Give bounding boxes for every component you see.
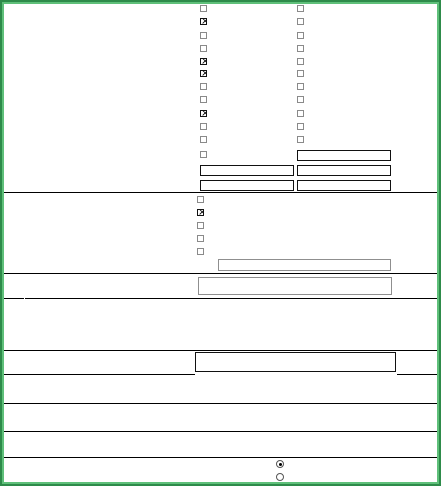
checkbox[interactable]: [297, 110, 304, 117]
checkbox[interactable]: [297, 18, 304, 25]
checkbox[interactable]: ×: [200, 110, 207, 117]
section-divider: [4, 192, 437, 193]
checkbox[interactable]: [297, 5, 304, 12]
section-divider: [4, 374, 195, 375]
checkbox[interactable]: [197, 196, 204, 203]
checkbox[interactable]: [297, 83, 304, 90]
section-divider: [25, 298, 437, 299]
checkbox[interactable]: [200, 5, 207, 12]
radio-button[interactable]: [276, 473, 284, 481]
section-divider: [4, 431, 437, 432]
section-divider: [4, 273, 437, 274]
section-divider: [4, 403, 437, 404]
checkbox[interactable]: ×: [200, 70, 207, 77]
checkbox[interactable]: ×: [197, 209, 204, 216]
checkbox[interactable]: [297, 58, 304, 65]
text-field[interactable]: [195, 352, 396, 372]
checkbox[interactable]: [200, 123, 207, 130]
section-divider: [4, 298, 24, 299]
checkbox[interactable]: [200, 96, 207, 103]
section-divider: [4, 350, 437, 351]
checkbox[interactable]: ×: [200, 58, 207, 65]
radio-selected-dot: [278, 462, 282, 466]
checkbox[interactable]: [200, 83, 207, 90]
text-field[interactable]: [198, 277, 392, 295]
checkbox[interactable]: [197, 222, 204, 229]
checkbox[interactable]: [200, 151, 207, 158]
text-field[interactable]: [200, 165, 294, 176]
text-field[interactable]: [218, 259, 391, 271]
checkbox[interactable]: ×: [200, 18, 207, 25]
checkbox[interactable]: [197, 235, 204, 242]
text-field[interactable]: [297, 180, 391, 191]
checkbox[interactable]: [297, 32, 304, 39]
text-field[interactable]: [297, 165, 391, 176]
checkbox[interactable]: [200, 32, 207, 39]
checkbox[interactable]: [297, 136, 304, 143]
checkbox[interactable]: [297, 96, 304, 103]
checkbox[interactable]: [297, 123, 304, 130]
section-divider: [397, 374, 437, 375]
checkbox[interactable]: [297, 45, 304, 52]
checkbox[interactable]: [197, 248, 204, 255]
radio-button[interactable]: [276, 460, 284, 468]
checkbox[interactable]: [297, 70, 304, 77]
checkbox[interactable]: [200, 45, 207, 52]
checkbox[interactable]: [200, 136, 207, 143]
text-field[interactable]: [200, 180, 294, 191]
section-divider: [4, 457, 437, 458]
text-field[interactable]: [297, 150, 391, 161]
